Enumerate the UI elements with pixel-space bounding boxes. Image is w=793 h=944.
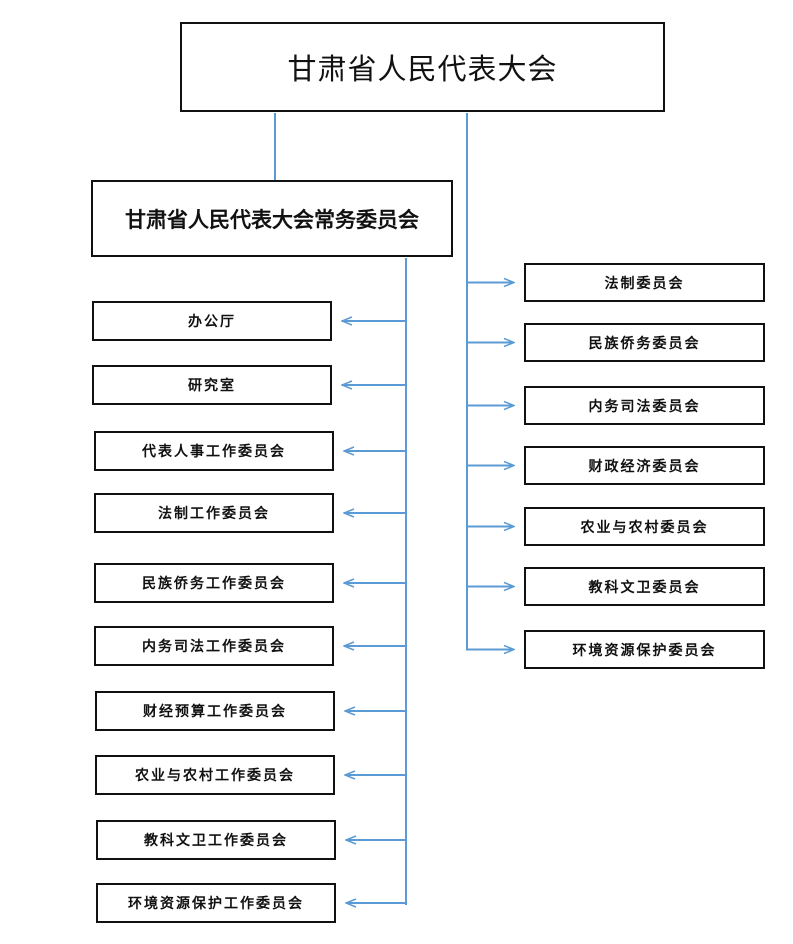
- standing-unit-box: 代表人事工作委员会: [94, 431, 334, 471]
- provincial-congress-box: 甘肃省人民代表大会: [180, 22, 665, 112]
- special-committee-box: 民族侨务委员会: [524, 323, 765, 362]
- standing-unit-box: 办公厅: [92, 301, 332, 341]
- standing-unit-box: 法制工作委员会: [94, 493, 334, 533]
- standing-unit-box: 环境资源保护工作委员会: [96, 883, 336, 923]
- standing-unit-label: 研究室: [188, 378, 236, 394]
- special-committee-label: 内务司法委员会: [588, 398, 701, 415]
- standing-unit-label: 财经预算工作委员会: [143, 704, 287, 720]
- special-committee-label: 环境资源保护委员会: [572, 642, 717, 659]
- standing-unit-label: 农业与农村工作委员会: [135, 768, 295, 784]
- standing-unit-box: 财经预算工作委员会: [95, 691, 335, 731]
- special-committee-box: 内务司法委员会: [524, 386, 765, 425]
- special-committee-box: 财政经济委员会: [524, 446, 765, 485]
- standing-unit-box: 研究室: [92, 365, 332, 405]
- standing-committee-box: 甘肃省人民代表大会常务委员会: [91, 180, 453, 257]
- special-committee-box: 教科文卫委员会: [524, 567, 765, 606]
- standing-unit-box: 内务司法工作委员会: [94, 626, 334, 666]
- standing-unit-box: 农业与农村工作委员会: [95, 755, 335, 795]
- special-committee-label: 民族侨务委员会: [588, 335, 701, 352]
- special-committee-box: 法制委员会: [524, 263, 765, 302]
- standing-unit-label: 教科文卫工作委员会: [144, 833, 288, 849]
- standing-unit-label: 代表人事工作委员会: [142, 444, 286, 460]
- standing-unit-box: 民族侨务工作委员会: [94, 563, 334, 603]
- special-committee-label: 教科文卫委员会: [588, 579, 701, 596]
- standing-unit-label: 办公厅: [188, 314, 236, 330]
- standing-unit-label: 环境资源保护工作委员会: [128, 896, 304, 912]
- standing-unit-label: 内务司法工作委员会: [142, 639, 286, 655]
- standing-unit-label: 民族侨务工作委员会: [142, 576, 286, 592]
- standing-committee-title: 甘肃省人民代表大会常务委员会: [125, 207, 419, 232]
- standing-unit-label: 法制工作委员会: [158, 506, 270, 522]
- provincial-congress-title: 甘肃省人民代表大会: [287, 52, 558, 86]
- special-committee-box: 农业与农村委员会: [524, 507, 765, 546]
- standing-unit-box: 教科文卫工作委员会: [96, 820, 336, 860]
- special-committee-label: 财政经济委员会: [588, 458, 701, 475]
- special-committee-label: 农业与农村委员会: [580, 519, 709, 536]
- special-committee-label: 法制委员会: [604, 275, 685, 292]
- special-committee-box: 环境资源保护委员会: [524, 630, 765, 669]
